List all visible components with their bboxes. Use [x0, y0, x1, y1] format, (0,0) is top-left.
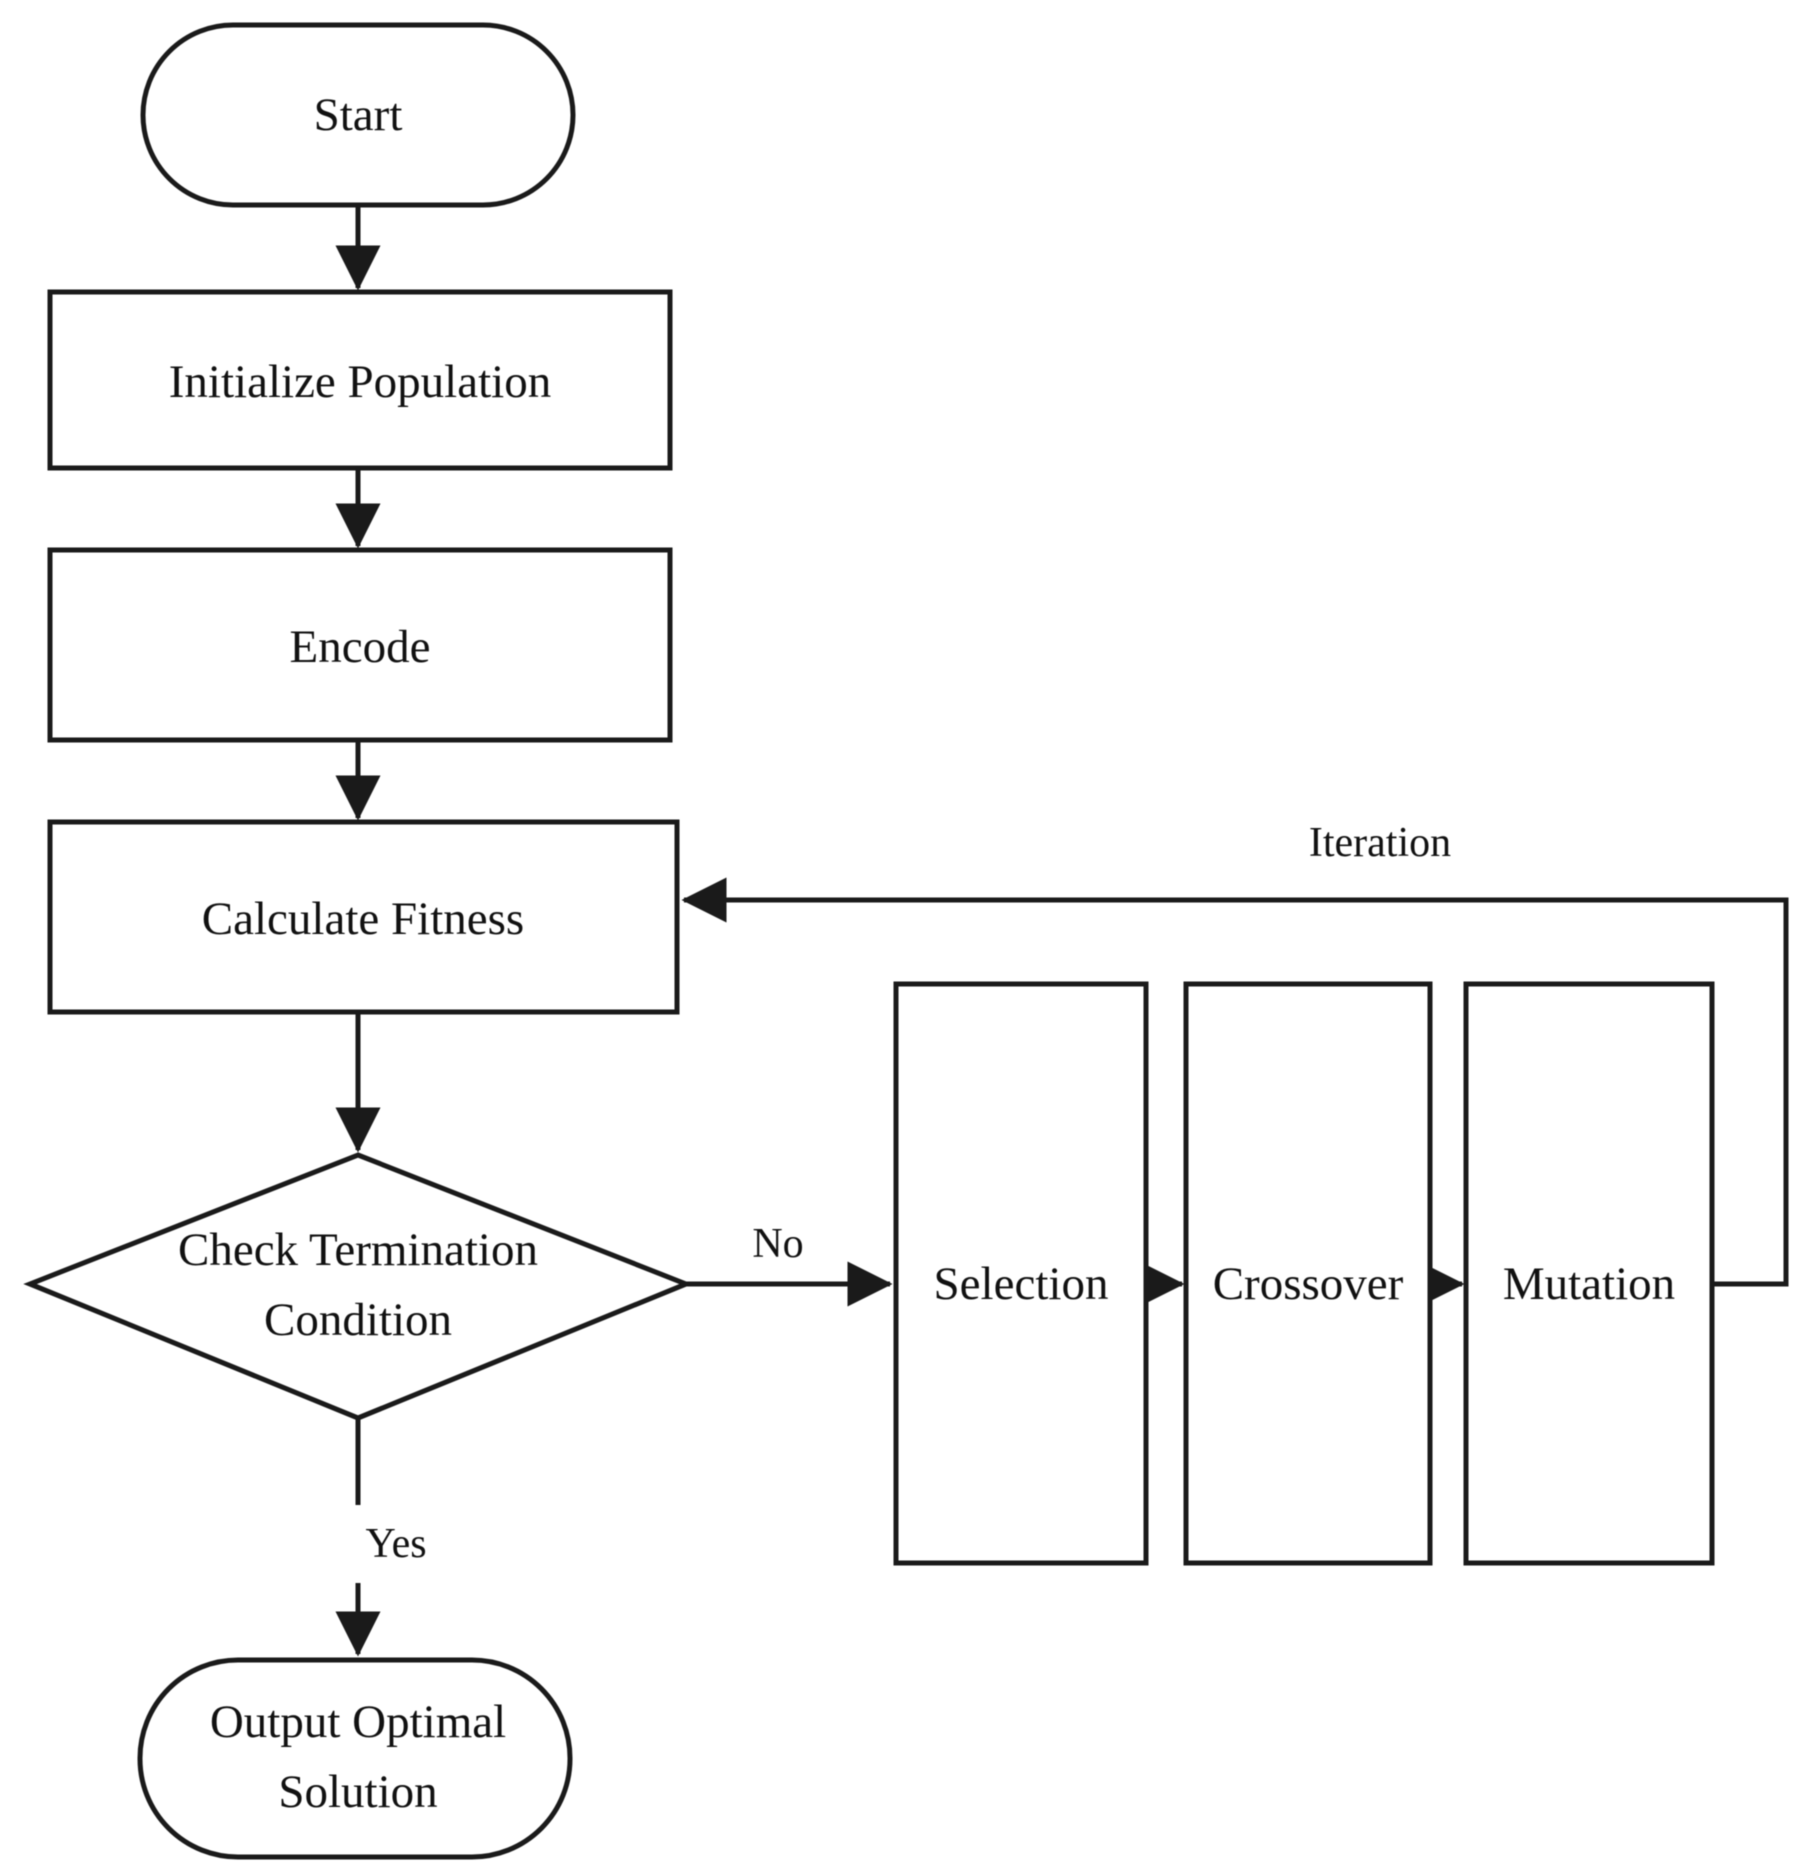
- initialize-population-node: [47, 289, 673, 471]
- crossover-node: [1183, 981, 1433, 1566]
- output-solution-label-line2: Solution: [278, 1766, 437, 1818]
- start-label: Start: [314, 89, 403, 141]
- edge-labels-layer: No Yes Iteration: [348, 820, 1451, 1583]
- yes-edge-label: Yes: [365, 1521, 426, 1567]
- calculate-fitness-node: [47, 819, 680, 1015]
- check-termination-label-line2: Condition: [264, 1294, 452, 1346]
- selection-node: [893, 981, 1149, 1566]
- calculate-fitness-label: Calculate Fitness: [202, 893, 524, 945]
- encode-node: [47, 547, 673, 743]
- no-edge-label: No: [752, 1221, 803, 1267]
- output-solution-label-line1: Output Optimal: [210, 1696, 506, 1748]
- initialize-population-label: Initialize Population: [169, 356, 551, 408]
- arrow-iteration-loop-mutation-to-calculate-fitness: [681, 877, 1789, 1287]
- start-node: [140, 22, 576, 208]
- yes-label-backdrop: [348, 1505, 444, 1583]
- mutation-label: Mutation: [1503, 1258, 1675, 1310]
- output-solution-node: [137, 1657, 573, 1860]
- crossover-label: Crossover: [1213, 1258, 1404, 1310]
- nodes-layer: Start Initialize Population Encode Calcu…: [23, 22, 1715, 1860]
- mutation-node: [1463, 981, 1715, 1566]
- check-termination-label-line1: Check Termination: [178, 1224, 538, 1276]
- selection-label: Selection: [934, 1258, 1109, 1310]
- iteration-edge-label: Iteration: [1309, 820, 1451, 866]
- check-termination-node: [23, 1152, 693, 1421]
- encode-label: Encode: [290, 621, 431, 673]
